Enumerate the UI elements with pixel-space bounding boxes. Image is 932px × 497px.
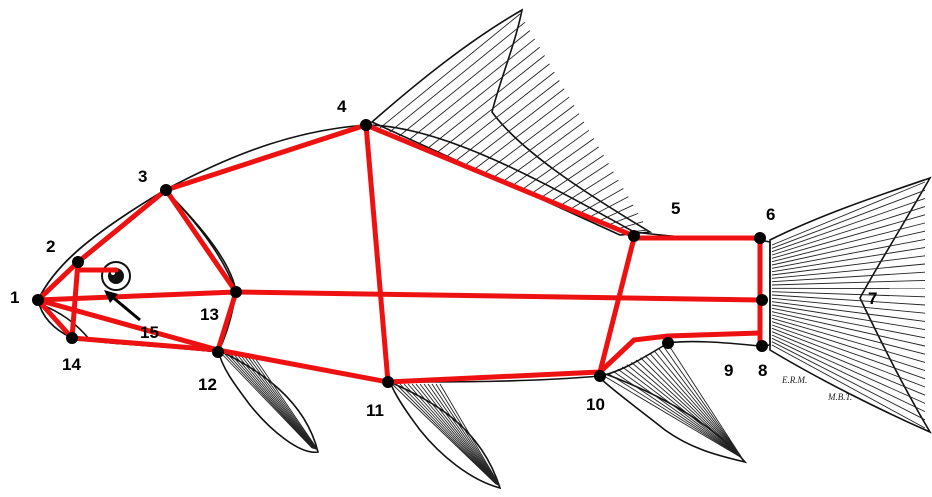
landmark-label-1: 1 (10, 288, 19, 307)
fin-ray (238, 355, 316, 449)
fin-ray (772, 295, 925, 305)
landmark-dot-9 (662, 337, 674, 349)
landmark-dot-4 (360, 119, 372, 131)
fin-ray (252, 357, 318, 449)
fin-ray (772, 305, 925, 330)
fin-ray (609, 374, 742, 458)
landmark-label-9: 9 (724, 361, 733, 380)
fin-ray (248, 357, 317, 450)
fin-ray (772, 298, 925, 313)
fin-ray (241, 356, 316, 450)
fin-ray (438, 64, 550, 152)
landmark-dot-13 (230, 286, 242, 298)
landmark-label-2: 2 (46, 237, 55, 256)
landmark-dot-12 (212, 346, 224, 358)
landmark-label-6: 6 (766, 205, 775, 224)
landmark-dot-2 (72, 256, 84, 268)
landmark-label-11: 11 (366, 401, 384, 420)
fin-ray (772, 302, 925, 322)
landmark-labels: 1 2 3 4 5 6 7 8 9 10 11 12 13 14 15 (10, 97, 877, 420)
fin-ray (604, 376, 742, 458)
fin-ray (418, 47, 539, 144)
landmark-label-14: 14 (62, 355, 81, 374)
fin-ray (772, 190, 925, 248)
landmark-label-8: 8 (758, 361, 767, 380)
landmark-label-3: 3 (138, 167, 147, 186)
fin-ray (420, 384, 498, 485)
fin-ray (234, 354, 314, 448)
fin-ray (416, 384, 498, 485)
pelvic-fin (390, 382, 500, 488)
landmark-dot-1 (32, 294, 44, 306)
fin-ray (380, 14, 520, 128)
landmark-dot-3 (160, 184, 172, 196)
fin-ray (772, 256, 925, 275)
landmark-dot-11 (382, 376, 394, 388)
fin-ray (553, 164, 609, 200)
fin-ray (534, 147, 599, 192)
landmark-label-15: 15 (140, 323, 159, 342)
fin-ray (392, 384, 496, 484)
fin-ray (772, 280, 925, 285)
landmark-label-10: 10 (586, 395, 605, 414)
landmark-label-13: 13 (200, 305, 219, 324)
fin-ray (404, 384, 497, 485)
landmark-dot-6 (754, 232, 766, 244)
fin-ray (543, 155, 603, 196)
landmark-dot-14 (66, 332, 78, 344)
landmark-dot-7 (756, 294, 768, 306)
fin-ray (572, 180, 618, 208)
fin-ray (582, 188, 623, 212)
fin-ray (457, 80, 559, 160)
dorsal-fin (372, 10, 650, 235)
landmark-dot-8 (756, 340, 768, 352)
landmark-dot-5 (628, 230, 640, 242)
fin-ray (601, 205, 633, 220)
fin-ray (772, 264, 925, 278)
fin-ray (467, 89, 565, 164)
fin-ray (428, 56, 545, 148)
illustrator-mark-1: E.R.M. (781, 375, 807, 385)
fin-ray (772, 272, 925, 281)
landmark-label-5: 5 (671, 199, 680, 218)
fin-ray (408, 384, 497, 485)
truss-network (38, 125, 760, 382)
fin-ray (255, 358, 318, 450)
fin-ray (505, 122, 584, 180)
landmark-label-4: 4 (337, 97, 347, 116)
fin-ray (772, 292, 925, 297)
landmark-dots (32, 119, 768, 388)
fin-ray (515, 130, 589, 184)
fin-ray (390, 22, 525, 132)
fin-ray (622, 367, 741, 457)
fin-ray (412, 384, 498, 485)
fin-ray (772, 315, 925, 354)
landmark-dot-10 (594, 370, 606, 382)
landmark-label-12: 12 (198, 375, 217, 394)
landmark-label-7: 7 (868, 289, 877, 308)
fin-ray (396, 384, 496, 484)
fin-ray (424, 384, 499, 485)
fin-ray (432, 384, 499, 486)
fin-ray (772, 318, 925, 362)
illustrator-mark-2: M.B.T. (827, 392, 852, 402)
eye (102, 262, 130, 290)
